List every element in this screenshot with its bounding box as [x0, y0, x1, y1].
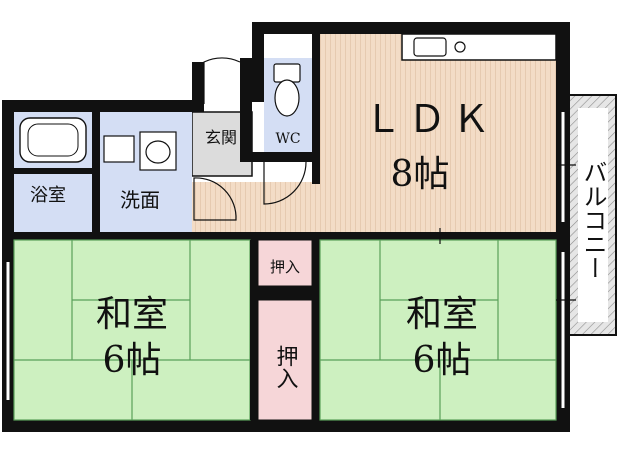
entrance: 玄関: [191, 57, 253, 221]
washitsu-left: 和室 6帖: [13, 239, 251, 421]
ldk-size: 8帖: [391, 154, 450, 195]
closet-large: 押入: [257, 299, 313, 421]
wc-room: WC: [252, 34, 320, 205]
bath-room: 浴室: [14, 112, 100, 232]
balcony: バルコニー: [567, 94, 617, 336]
closet-wall-right: [312, 240, 320, 420]
washitsu-right-label: 和室: [406, 294, 478, 335]
washroom: 洗面: [100, 112, 192, 232]
washitsu-right-size: 6帖: [413, 340, 472, 381]
wc-door-swing: [263, 161, 307, 205]
front-door-swing: [203, 57, 241, 104]
washitsu-left-label: 和室: [96, 294, 168, 335]
closet-large-label: 押入: [273, 345, 299, 389]
interior-wall: [14, 232, 556, 240]
washitsu-left-size: 6帖: [103, 340, 162, 381]
wash-basin-icon: [139, 131, 177, 171]
bathtub-icon: [19, 117, 87, 163]
balcony-label: バルコニー: [579, 160, 607, 280]
bath-label: 浴室: [30, 185, 66, 206]
closet-wall-left: [250, 240, 258, 420]
wc-label: WC: [275, 131, 300, 147]
exterior-walls: [2, 22, 570, 432]
closet-small: 押入: [257, 239, 313, 287]
toilet-tank-icon: [273, 63, 301, 83]
hall-door-swing: [193, 177, 237, 221]
entrance-label: 玄関: [205, 128, 237, 147]
windows: [6, 112, 565, 408]
washing-machine-icon: [103, 135, 135, 163]
ldk-room: ＬＤＫ 8帖: [192, 33, 557, 232]
closet-small-label: 押入: [270, 258, 300, 276]
stove-icon: [454, 41, 466, 53]
washroom-label: 洗面: [120, 188, 160, 212]
toilet-icon: [274, 79, 300, 117]
washitsu-right: 和室 6帖: [319, 239, 557, 421]
ldk-label: ＬＤＫ: [364, 97, 496, 141]
sink-icon: [413, 37, 447, 57]
